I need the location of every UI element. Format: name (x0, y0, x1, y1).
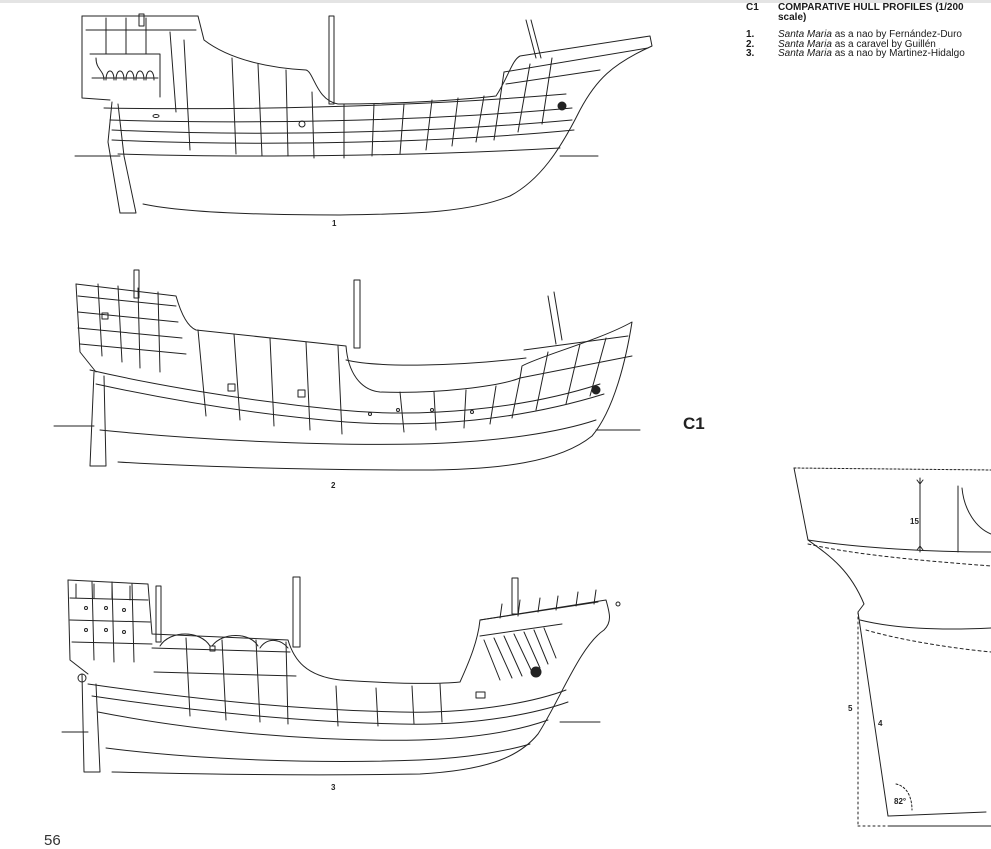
ship-2-profile (53, 269, 641, 471)
plate-code: C1 (683, 414, 705, 433)
ship-name: Santa Maria (778, 38, 832, 50)
caption-item-desc: as a nao by Martinez-Hidalgo (834, 48, 965, 59)
caption-code: C1 (746, 2, 759, 13)
caption-item-number: 1. (746, 29, 755, 40)
figure-1-label: 1 (332, 219, 337, 228)
caption-heading: C1 COMPARATIVE HULL PROFILES (1/200 scal… (746, 2, 986, 23)
ship-name: Santa Maria (778, 48, 832, 59)
caption-list: 1. Santa Maria as a nao by Fernández-Dur… (746, 30, 986, 59)
caption-item-desc: as a nao by Fernández-Duro (834, 29, 962, 40)
figure-2-label: 2 (331, 481, 336, 490)
caption-item-2: 2. Santa Maria as a caravel by Guillén (746, 38, 986, 50)
caption-item-number: 2. (746, 38, 755, 50)
figure-3-label: 3 (331, 783, 336, 792)
ship-1-profile (74, 13, 653, 216)
caption-item-number: 3. (746, 48, 755, 59)
bow-detail-drawing (793, 467, 991, 827)
plate-caption: C1 COMPARATIVE HULL PROFILES (1/200 scal… (746, 3, 986, 59)
dimension-15: 15 (910, 517, 919, 526)
caption-item-3: 3. Santa Maria as a nao by Martinez-Hida… (746, 49, 986, 59)
dimension-4: 4 (878, 719, 883, 728)
ship-name: Santa Maria (778, 29, 832, 40)
top-border (0, 0, 991, 3)
ship-3-profile (61, 576, 621, 776)
caption-title: COMPARATIVE HULL PROFILES (1/200 scale) (778, 2, 964, 23)
caption-item-desc: as a caravel by Guillén (834, 38, 936, 50)
page-number: 56 (44, 832, 61, 849)
dimension-5: 5 (848, 704, 853, 713)
caption-item-1: 1. Santa Maria as a nao by Fernández-Dur… (746, 30, 986, 40)
angle-82: 82° (894, 797, 907, 806)
